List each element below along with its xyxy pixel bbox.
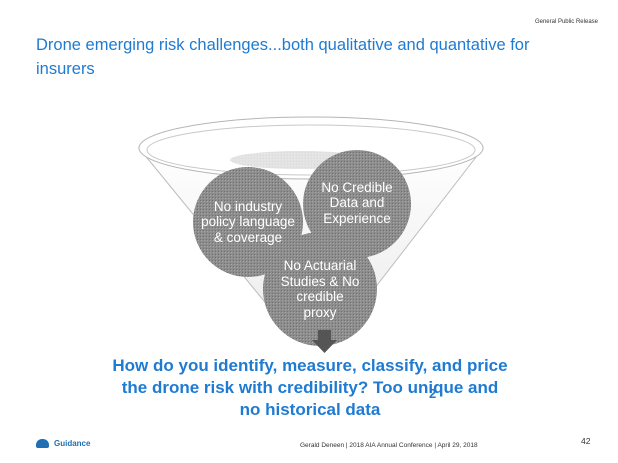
footer-text: Gerald Deneen | 2018 AIA Annual Conferen… <box>300 442 478 449</box>
logo-mark-icon <box>36 439 49 448</box>
stray-mark: 2 <box>429 386 437 401</box>
bubble-data-label: No Credible Data and Experience <box>321 179 393 226</box>
release-label: General Public Release <box>534 19 598 25</box>
down-arrow-icon <box>312 330 337 353</box>
question-text: How do you identify, measure, classify, … <box>110 355 510 421</box>
logo-text: Guidance <box>54 439 91 448</box>
bubble-policy-shape <box>193 167 303 277</box>
slide-title: Drone emerging risk challenges...both qu… <box>36 36 530 78</box>
page-number: 42 <box>581 436 591 446</box>
funnel-rim-inner <box>146 124 476 176</box>
bubble-actuarial-label: No Actuarial Studies & No credible proxy <box>280 258 360 320</box>
bubble-policy-label: No industry policy language & coverage <box>201 198 295 245</box>
bubble-actuarial: No Actuarial Studies & No credible proxy <box>278 237 362 341</box>
bubble-data: No Credible Data and Experience <box>309 155 405 251</box>
company-logo: Guidance <box>36 439 90 448</box>
question-body: How do you identify, measure, classify, … <box>112 356 508 419</box>
bubble-data-shape <box>303 150 411 258</box>
bubble-actuarial-shape <box>263 232 377 346</box>
bubble-policy: No industry policy language & coverage <box>198 172 298 272</box>
